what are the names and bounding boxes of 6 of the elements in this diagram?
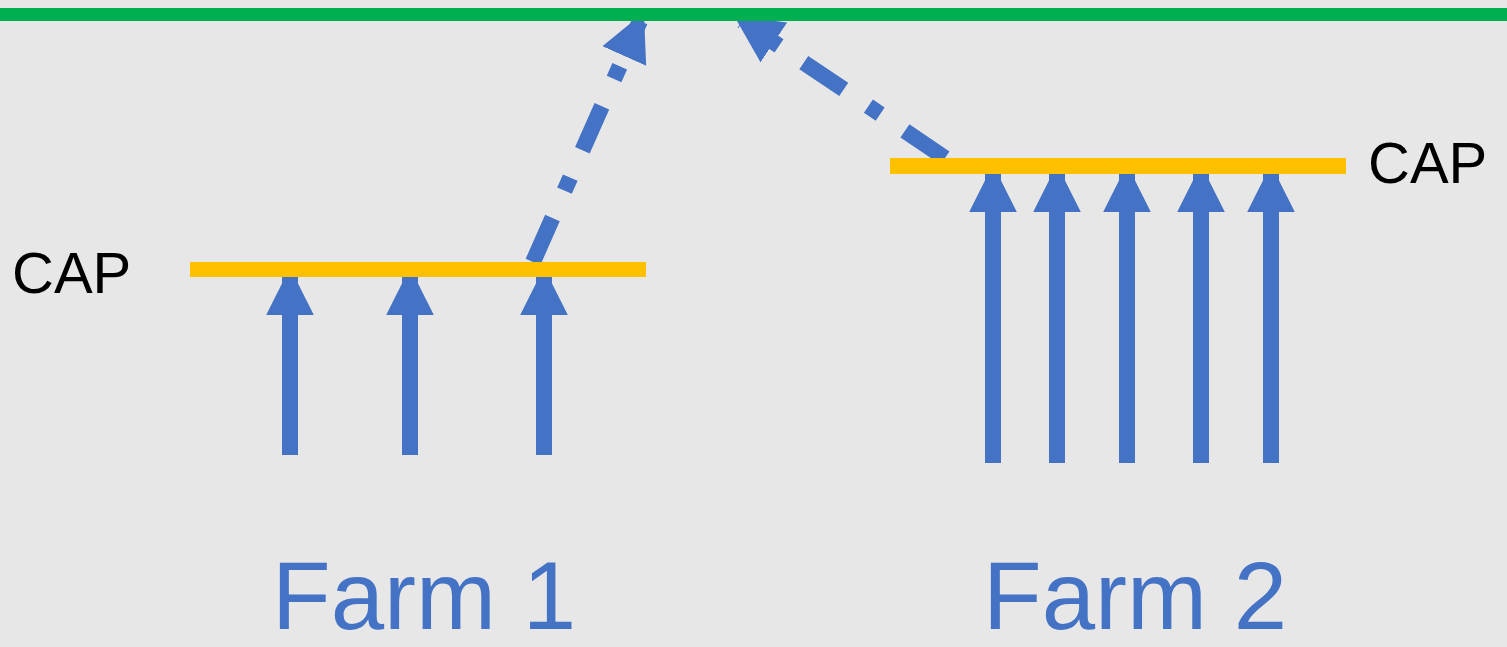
farm-label: Farm 2 <box>983 548 1288 644</box>
cap-bar <box>190 262 646 277</box>
farm-label: Farm 1 <box>272 548 577 644</box>
cap-label: CAP <box>1368 134 1488 192</box>
cap-label: CAP <box>12 244 132 302</box>
cap-bar <box>890 158 1346 174</box>
